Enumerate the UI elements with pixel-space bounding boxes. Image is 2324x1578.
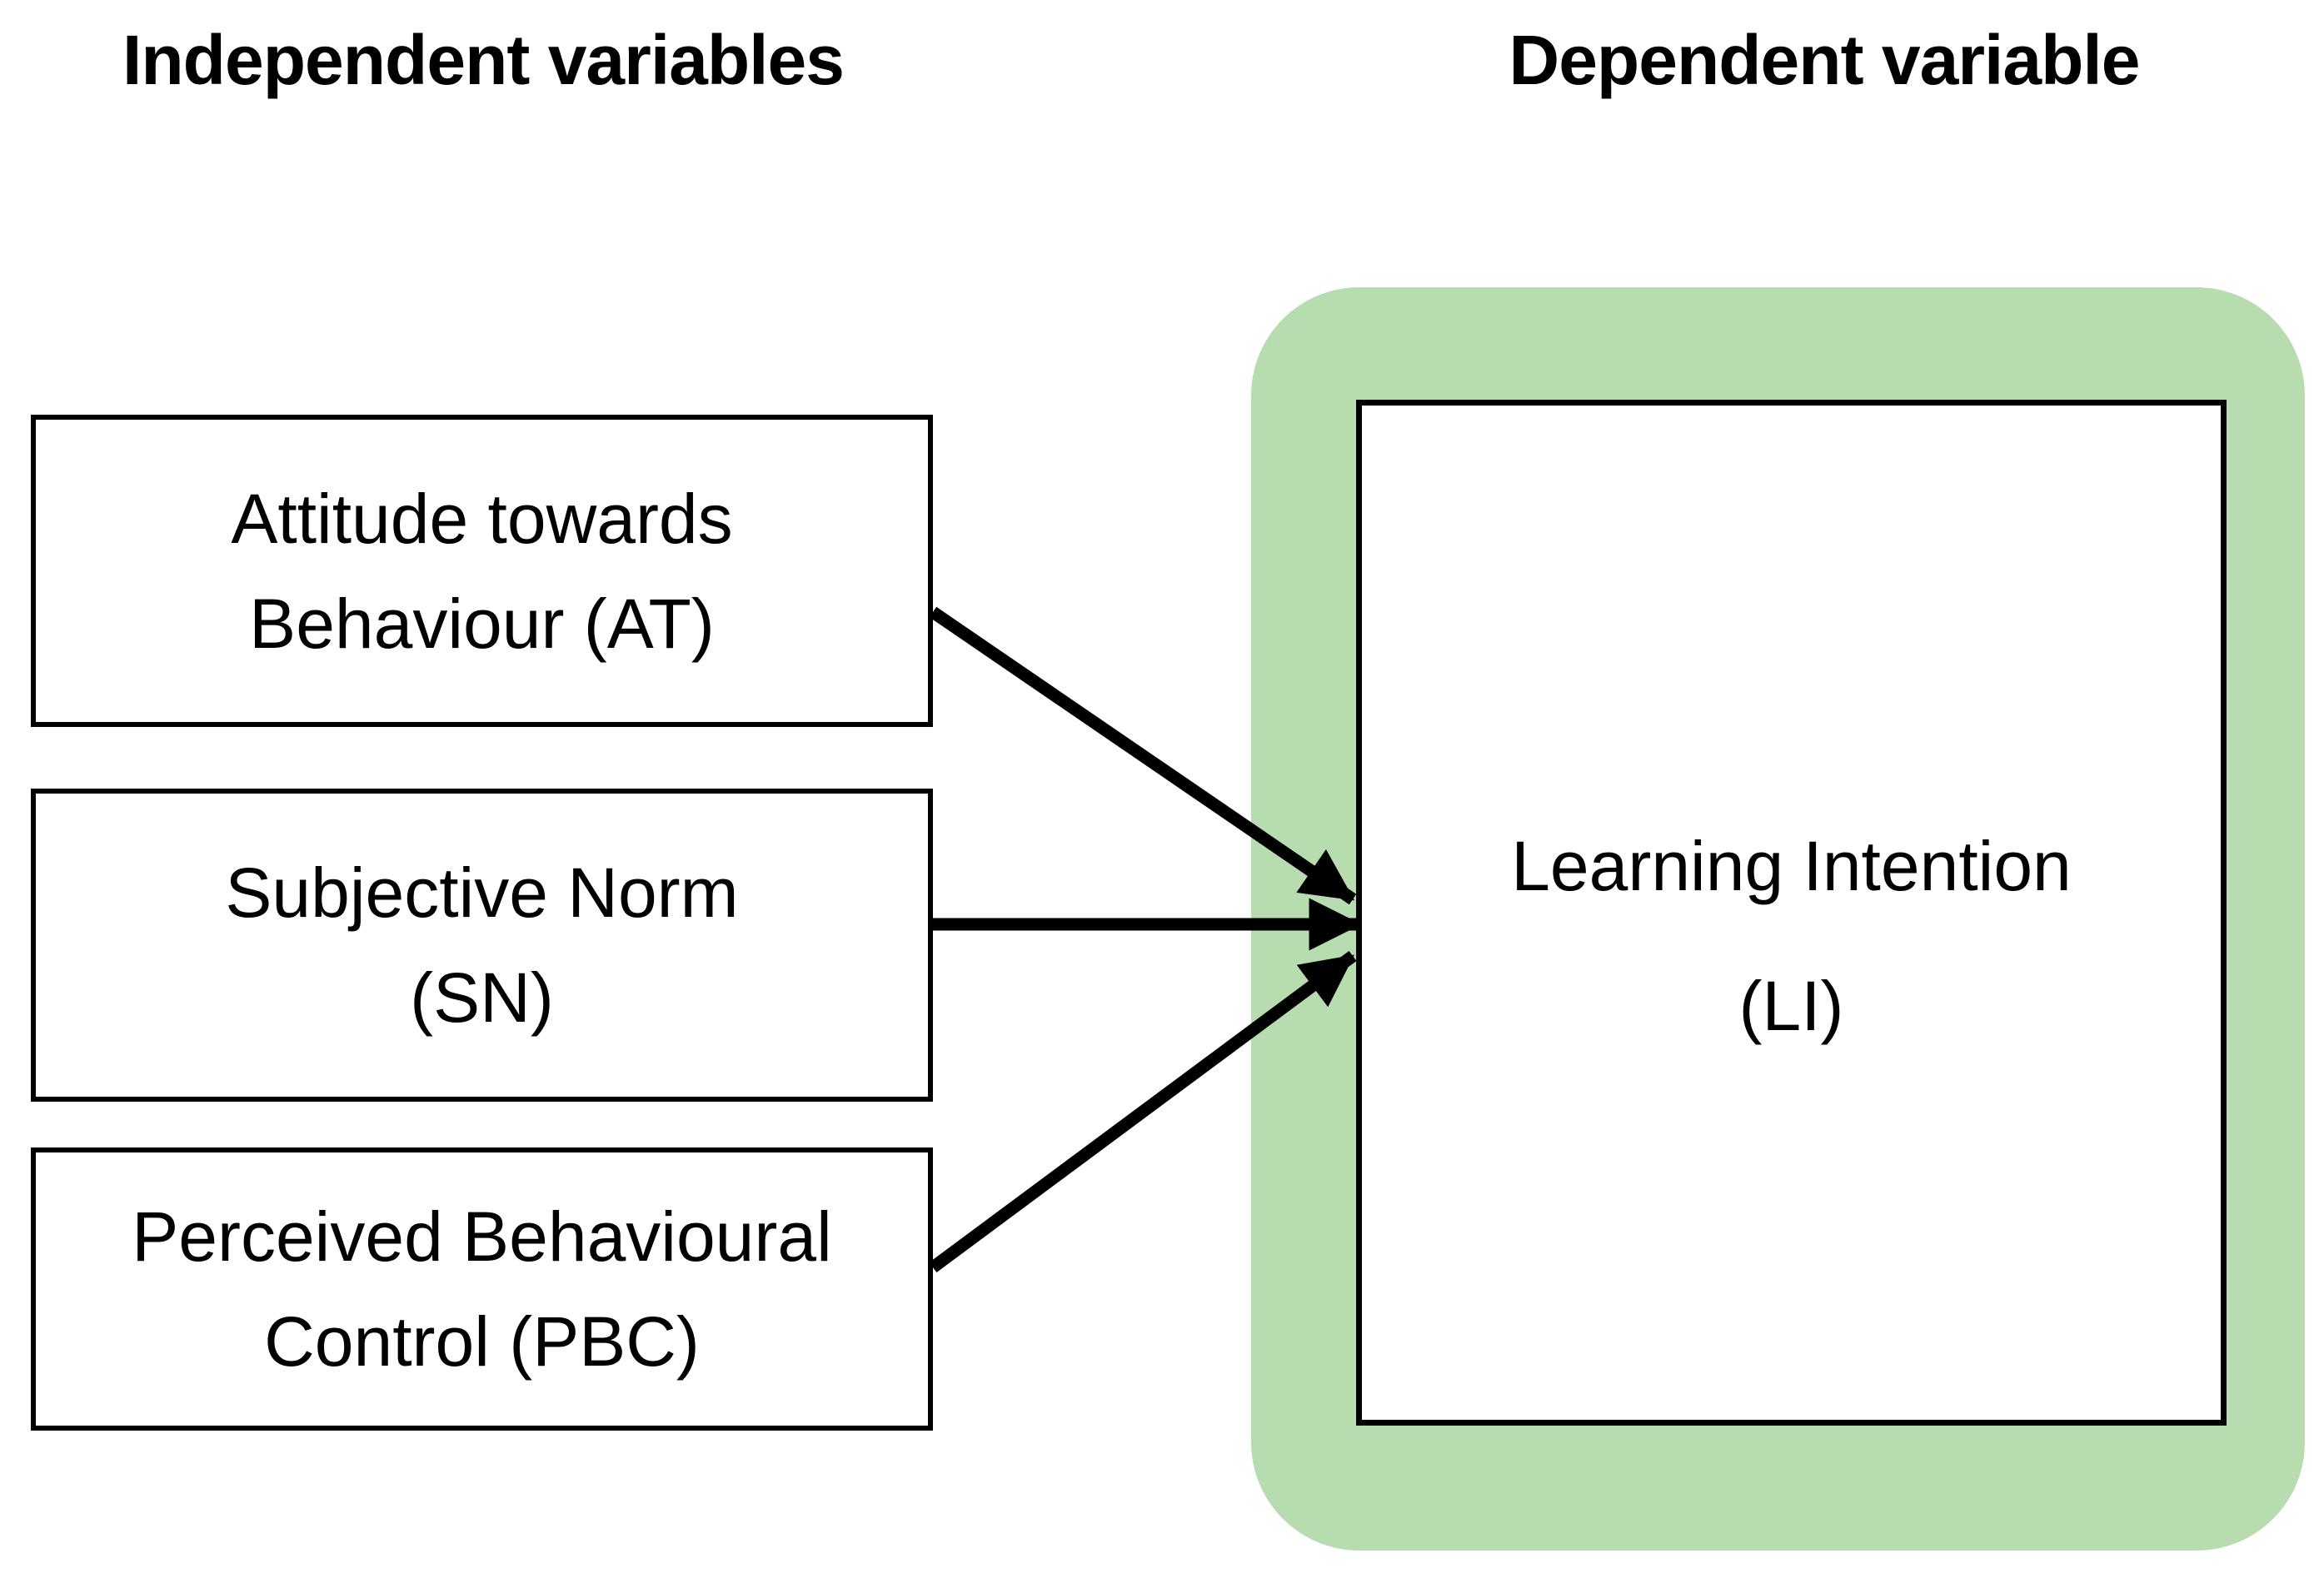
subjective-norm-box: Subjective Norm (SN): [31, 789, 933, 1102]
learning-intention-box: Learning Intention (LI): [1356, 400, 2227, 1426]
perceived-behavioural-control-box: Perceived Behavioural Control (PBC): [31, 1147, 933, 1431]
attitude-towards-behaviour-box: Attitude towards Behaviour (AT): [31, 415, 933, 727]
attitude-box-line2: Behaviour (AT): [249, 584, 715, 663]
independent-variables-heading: Independent variables: [122, 21, 845, 99]
subjective-norm-box-line1: Subjective Norm: [225, 854, 739, 932]
subjective-norm-box-line2: (SN): [410, 958, 554, 1037]
dependent-variable-heading: Dependent variable: [1509, 21, 2141, 99]
attitude-box-line1: Attitude towards: [231, 479, 733, 558]
pbc-box-line2: Control (PBC): [264, 1302, 700, 1381]
pbc-box-line1: Perceived Behavioural: [132, 1197, 832, 1276]
learning-intention-box-line1: Learning Intention: [1511, 826, 2072, 905]
learning-intention-box-line2: (LI): [1738, 966, 1844, 1045]
